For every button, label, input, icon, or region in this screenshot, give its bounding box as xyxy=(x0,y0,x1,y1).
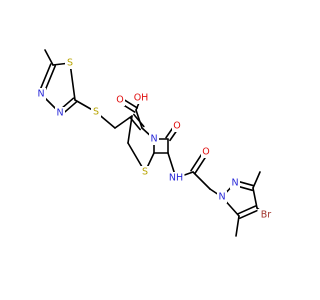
nitrogen-atom-thiadiazole-3-text: N xyxy=(56,108,63,119)
bond-line xyxy=(239,209,259,219)
label-background xyxy=(201,146,211,158)
sulfur-atom-thioether-text: S xyxy=(93,107,99,118)
nitrogen-atom-pyrazole-1: N xyxy=(217,191,227,203)
nitrogen-atom-thiadiazole-4-text: N xyxy=(37,89,44,100)
bond-line xyxy=(252,187,258,209)
bond-line xyxy=(114,115,133,129)
label-background xyxy=(140,166,150,178)
nitrogen-atom-thiadiazole-4: N xyxy=(36,88,46,100)
bond-line xyxy=(44,49,54,66)
bromine-atom: Br xyxy=(257,209,275,221)
oxygen-atom-betalactam-text: O xyxy=(173,121,180,132)
carbonyl-oxygen-acid-text: O xyxy=(116,95,123,106)
label-background xyxy=(230,177,240,189)
hydroxyl-label: OH xyxy=(132,92,150,104)
oxygen-atom-amide: O xyxy=(201,146,211,158)
label-background xyxy=(36,88,46,100)
label-background xyxy=(55,107,65,119)
label-background xyxy=(217,191,227,203)
nitrogen-atom-pyrazole-1-text: N xyxy=(218,192,225,203)
bond-line xyxy=(252,171,261,189)
label-background xyxy=(257,209,275,221)
label-background xyxy=(172,120,182,132)
bromine-atom-text: Br xyxy=(261,210,272,221)
nitrogen-atom-pyrazole-2-text: N xyxy=(231,178,238,189)
bond-line xyxy=(237,205,257,215)
oxygen-atom-betalactam: O xyxy=(172,120,182,132)
bond-line xyxy=(69,62,76,101)
label-background xyxy=(115,94,125,106)
label-background xyxy=(149,133,159,145)
nitrogen-atom-betalactam-text: N xyxy=(150,134,157,145)
hydroxyl-label-text: OH xyxy=(134,93,149,104)
label-background xyxy=(65,57,75,69)
label-background xyxy=(132,92,150,104)
bond-line xyxy=(235,215,240,237)
sulfur-atom-thiadiazole: S xyxy=(65,57,75,69)
amide-nh-label: NH xyxy=(167,172,185,184)
sulfur-atom-ring: S xyxy=(140,166,150,178)
sulfur-atom-ring-text: S xyxy=(142,167,148,178)
nitrogen-atom-thiadiazole-3: N xyxy=(55,107,65,119)
label-background xyxy=(91,106,101,118)
sulfur-atom-thioether: S xyxy=(91,106,101,118)
nitrogen-atom-pyrazole-2: N xyxy=(230,177,240,189)
nitrogen-atom-betalactam: N xyxy=(149,133,159,145)
bond-line xyxy=(127,115,133,144)
sulfur-atom-thiadiazole-text: S xyxy=(67,58,73,69)
amide-nh-label-text: NH xyxy=(169,173,183,184)
oxygen-atom-amide-text: O xyxy=(202,147,209,158)
label-background xyxy=(167,172,185,184)
bond-line xyxy=(192,171,211,190)
carbonyl-oxygen-acid: O xyxy=(115,94,125,106)
bond-line xyxy=(135,109,143,129)
